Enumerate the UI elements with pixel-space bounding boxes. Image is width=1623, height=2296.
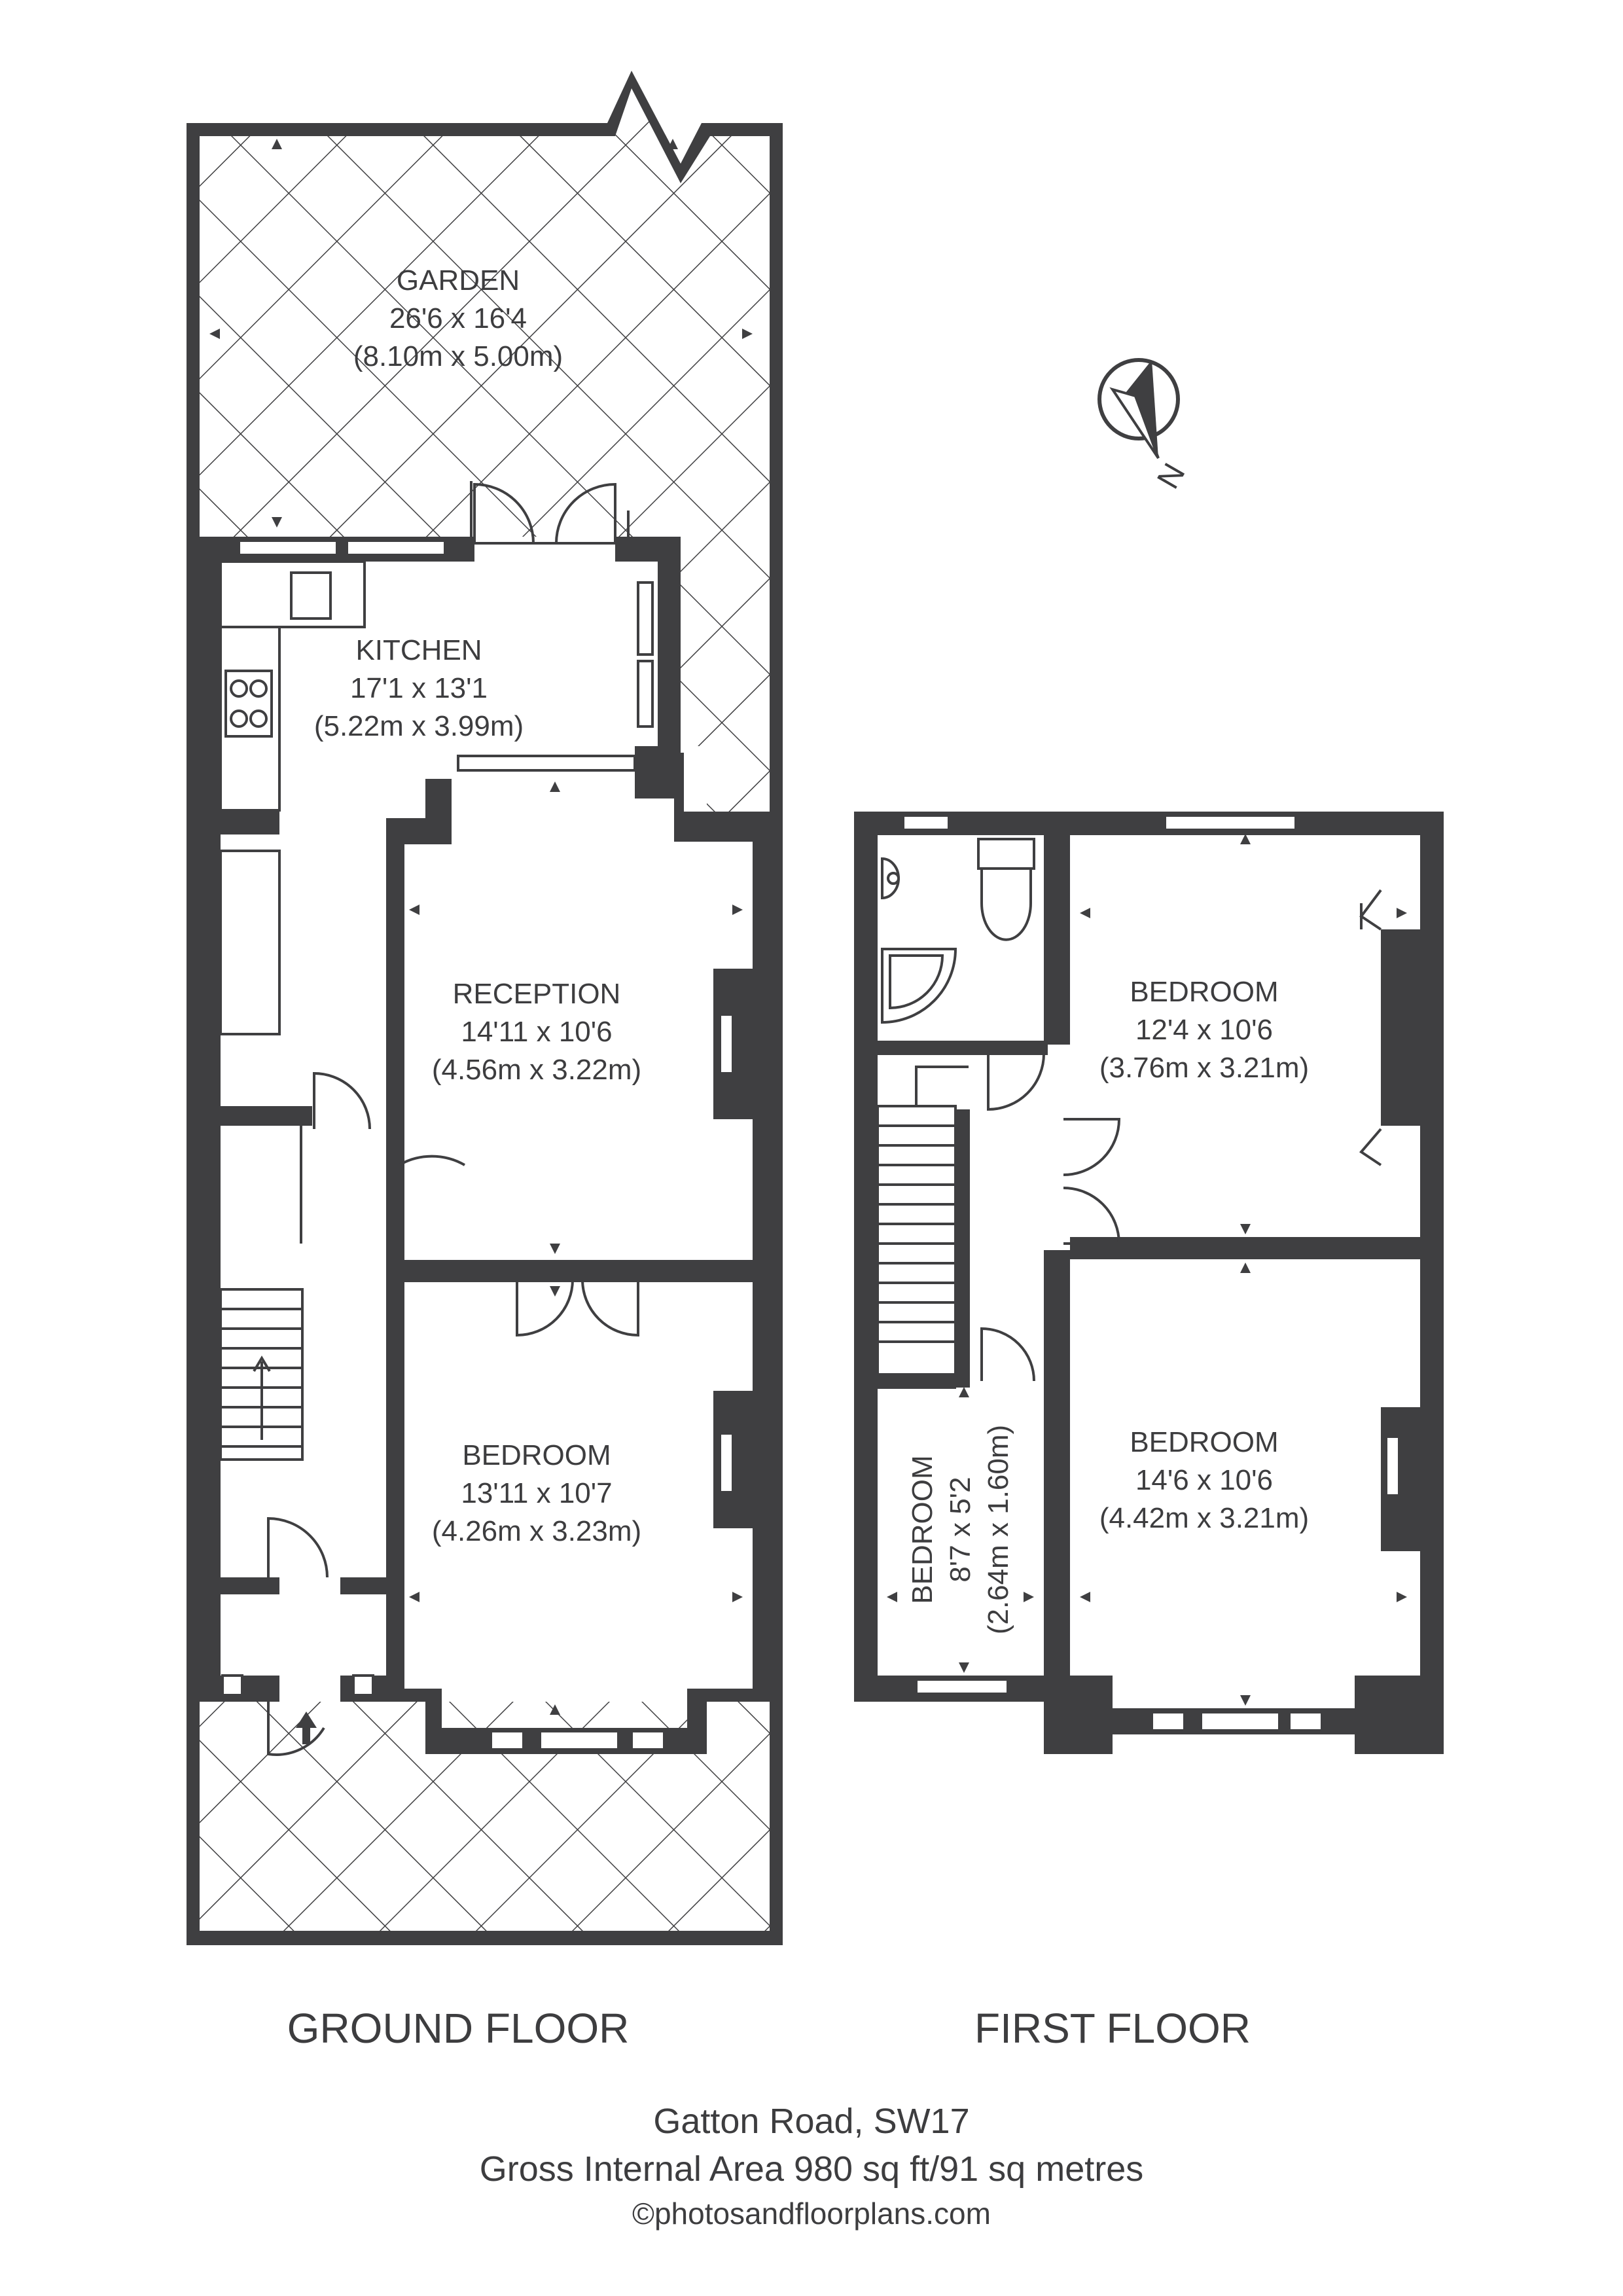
entrance-arrow-icon <box>296 1712 317 1744</box>
ground-floor-doors <box>267 482 639 1756</box>
reception-metric: (4.56m x 3.22m) <box>431 1054 642 1086</box>
copyright: ©photosandfloorplans.com <box>632 2197 991 2231</box>
first-bedroom-rear-metric: (3.76m x 3.21m) <box>1099 1052 1310 1084</box>
garden-area <box>187 71 783 814</box>
ground-bedroom-name: BEDROOM <box>462 1439 611 1471</box>
kitchen-name: KITCHEN <box>355 634 482 666</box>
first-floor-doors <box>980 889 1382 1382</box>
compass-icon <box>1097 358 1180 459</box>
kitchen-metric: (5.22m x 3.99m) <box>313 710 524 742</box>
first-bedroom-rear-label: BEDROOM 12'4 x 10'6 (3.76m x 3.21m) <box>1073 973 1335 1087</box>
first-floor <box>854 812 1444 1754</box>
first-bedroom-small-imperial: 8'7 x 5'2 <box>944 1477 976 1583</box>
reception-imperial: 14'11 x 10'6 <box>461 1016 613 1048</box>
kitchen-imperial: 17'1 x 13'1 <box>349 672 488 704</box>
first-bedroom-small-name: BEDROOM <box>906 1455 938 1604</box>
garden-metric: (8.10m x 5.00m) <box>353 340 563 372</box>
ground-bedroom-metric: (4.26m x 3.23m) <box>431 1515 642 1547</box>
reception-label: RECEPTION 14'11 x 10'6 (4.56m x 3.22m) <box>406 975 668 1089</box>
ground-bedroom-imperial: 13'11 x 10'7 <box>461 1477 613 1509</box>
ground-floor-stairs <box>219 1288 304 1461</box>
first-bedroom-rear-imperial: 12'4 x 10'6 <box>1135 1014 1274 1046</box>
first-floor-dimension-markers <box>887 834 1407 1706</box>
garden-imperial: 26'6 x 16'4 <box>389 302 527 334</box>
first-bedroom-rear-name: BEDROOM <box>1130 976 1279 1008</box>
first-bedroom-small-metric: (2.64m x 1.60m) <box>982 1424 1014 1635</box>
garden-label: GARDEN 26'6 x 16'4 (8.10m x 5.00m) <box>314 262 602 376</box>
ground-floor-walls <box>187 537 783 1754</box>
kitchen-label: KITCHEN 17'1 x 13'1 (5.22m x 3.99m) <box>288 632 550 745</box>
bathroom-fixtures <box>881 838 1035 1024</box>
ground-floor <box>187 71 783 1945</box>
address: Gatton Road, SW17 <box>653 2102 970 2141</box>
first-bedroom-front-label: BEDROOM 14'6 x 10'6 (4.42m x 3.21m) <box>1073 1424 1335 1537</box>
first-bedroom-small-label: BEDROOM 8'7 x 5'2 (2.64m x 1.60m) <box>904 1399 1018 1660</box>
first-bedroom-front-imperial: 14'6 x 10'6 <box>1135 1464 1274 1496</box>
reception-name: RECEPTION <box>452 978 621 1010</box>
first-floor-stairs <box>876 1066 969 1376</box>
first-floor-title: FIRST FLOOR <box>974 2005 1251 2052</box>
dimension-markers <box>209 139 753 1715</box>
ground-bedroom-label: BEDROOM 13'11 x 10'7 (4.26m x 3.23m) <box>406 1437 668 1551</box>
first-bedroom-front-name: BEDROOM <box>1130 1426 1279 1458</box>
first-floor-windows <box>902 814 1323 1732</box>
ground-floor-title: GROUND FLOOR <box>287 2005 630 2052</box>
kitchen-fixtures <box>219 560 366 1035</box>
first-bedroom-front-metric: (4.42m x 3.21m) <box>1099 1502 1310 1534</box>
gross-internal-area: Gross Internal Area 980 sq ft/91 sq metr… <box>479 2149 1144 2189</box>
ground-floor-windows <box>221 539 666 1751</box>
first-floor-walls <box>854 812 1444 1754</box>
garden-name: GARDEN <box>396 264 520 296</box>
